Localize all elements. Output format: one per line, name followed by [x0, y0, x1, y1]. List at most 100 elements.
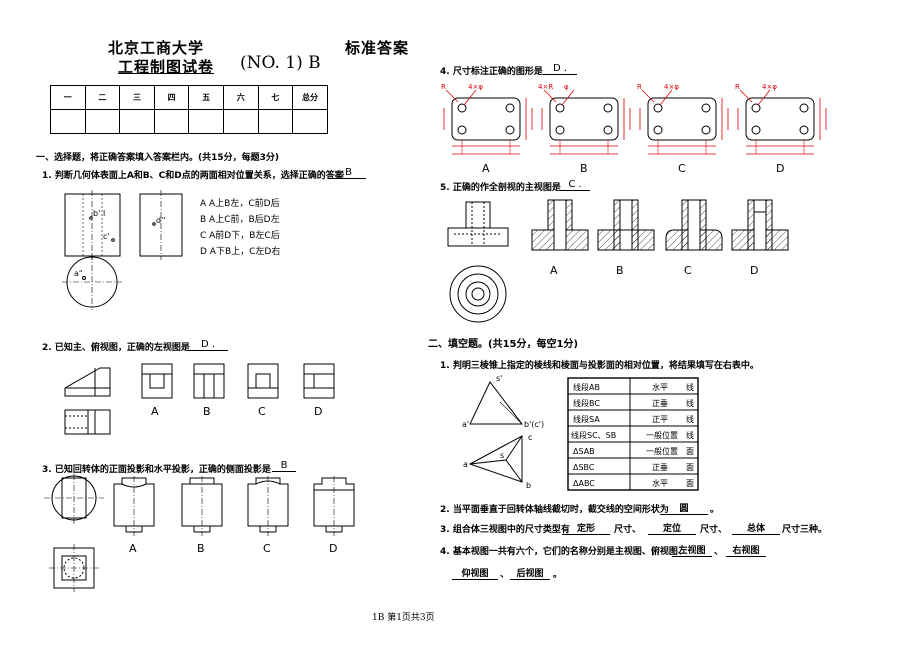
table-kind: 线 — [686, 382, 694, 392]
q1-option-c: C A前D下，B左C后 — [200, 231, 280, 241]
q3-drawing: A B C D — [44, 474, 355, 592]
table-answer: 一般位置 — [646, 430, 678, 440]
q4-choice-a: A — [482, 162, 490, 175]
q4-b-phi: φ — [564, 83, 569, 91]
table-item: ΔSBC — [573, 463, 595, 472]
q4-choice-c: C — [678, 162, 686, 175]
page-footer: 1B 第1页共3页 — [372, 613, 435, 623]
score-col-4: 四 — [153, 85, 190, 110]
score-col-1: 一 — [50, 85, 86, 110]
q4-answer[interactable]: D . — [543, 63, 577, 75]
label-a-prime: a' — [462, 420, 469, 429]
q2-choice-d: D — [314, 405, 322, 418]
q1-side-view: d'' — [139, 190, 183, 260]
s2-q3-answer-1[interactable]: 定形 — [562, 521, 610, 535]
q3-choice-a: A — [129, 542, 137, 555]
score-cell[interactable] — [50, 109, 86, 134]
score-col-total: 总分 — [292, 85, 328, 110]
q3-text: 3. 已知回转体的正面投影和水平投影，正确的侧面投影是 — [42, 465, 271, 475]
q2-text: 2. 已知主、俯视图，正确的左视图是 — [42, 343, 190, 353]
q4-drawing: R 4×φ 4×R φ R 4×φ R 4×φ A B C D — [441, 83, 827, 175]
q1-option-a: A A上B左，C前D后 — [200, 199, 280, 209]
score-cell[interactable] — [188, 109, 224, 134]
q3-choice-c: C — [263, 542, 271, 555]
q5-choice-b: B — [616, 264, 624, 277]
q4-a-radius: R — [441, 83, 446, 91]
s2-q4-answer-4[interactable]: 后视图 — [510, 566, 550, 580]
table-kind: 线 — [686, 414, 694, 424]
score-col-7: 七 — [257, 85, 294, 110]
point-d-label: d'' — [156, 216, 165, 225]
s2-q4-answer-1[interactable]: 左视图 — [672, 543, 712, 557]
q2-choice-b: B — [203, 405, 211, 418]
s2-q2-end: 。 — [710, 505, 720, 515]
score-col-3: 三 — [119, 85, 155, 110]
section1-heading: 一、选择题，将正确答案填入答案栏内。(共15分，每题3分) — [36, 153, 280, 163]
score-cell[interactable] — [222, 109, 259, 134]
s2-q2-text: 2. 当平面垂直于回转体轴线截切时，截交线的空间形状为 — [440, 505, 669, 515]
s2-q4-end: 。 — [553, 570, 563, 580]
table-answer: 正平 — [652, 415, 668, 424]
q1-answer[interactable]: .B — [328, 167, 366, 179]
label-b: b — [526, 481, 531, 490]
q5-text: 5. 正确的作全剖视的主视图是 — [440, 183, 561, 193]
q5-choice-c: C — [684, 264, 692, 277]
point-b-label: b' — [93, 209, 100, 218]
score-col-5: 五 — [188, 85, 224, 110]
section2-heading: 二、填空题。(共15分，每空1分) — [428, 339, 579, 350]
s2-q2-answer[interactable]: 圆 — [660, 501, 708, 515]
q4-choice-d: D — [776, 162, 784, 175]
table-item: 线段SA — [573, 414, 600, 424]
q5-drawing: A B C D — [447, 199, 789, 323]
s2-q4-answer-2[interactable]: 右视图 — [726, 543, 766, 557]
label-bc-prime: b'(c') — [524, 420, 544, 429]
table-kind: 面 — [686, 479, 694, 488]
table-answer: 正垂 — [652, 398, 668, 408]
table-item: ΔABC — [573, 479, 595, 488]
q2-drawing: A B C D — [64, 363, 335, 435]
point-l-label: l — [103, 209, 105, 218]
table-kind: 面 — [686, 463, 694, 472]
s2-q4-answer-3[interactable]: 仰视图 — [452, 566, 498, 580]
table-item: 线段BC — [573, 398, 600, 408]
school-name: 北京工商大学 — [108, 39, 205, 57]
s2-q3-answer-3[interactable]: 总体 — [732, 521, 780, 535]
table-kind: 线 — [686, 398, 694, 408]
table-kind: 线 — [686, 430, 694, 440]
label-a: a — [463, 460, 468, 469]
q5-choice-a: A — [550, 264, 558, 277]
s2-q3-sep-3: 尺寸三种。 — [782, 525, 828, 535]
score-cell[interactable] — [292, 109, 328, 134]
s2-q4-sep-2: 、 — [500, 570, 510, 580]
q3-answer[interactable]: B — [272, 460, 296, 472]
score-cell[interactable] — [153, 109, 190, 134]
score-cell[interactable] — [84, 109, 121, 134]
s2-q3-answer-2[interactable]: 定位 — [648, 521, 696, 535]
q4-c-hole: 4×φ — [664, 83, 679, 91]
q5-answer[interactable]: C . — [560, 179, 590, 191]
pyramid-drawing: s' a' b'(c') c a s b — [462, 374, 544, 490]
q2-choice-a: A — [151, 405, 159, 418]
s2-q3-sep-2: 尺寸、 — [700, 525, 728, 535]
table-item: 线段SC、SB — [571, 430, 616, 440]
score-cell[interactable] — [119, 109, 155, 134]
score-cell[interactable] — [257, 109, 294, 134]
q4-text: 4. 尺寸标注正确的图形是 — [440, 67, 543, 77]
score-table: 一 二 三 四 五 六 七 总分 — [50, 85, 328, 134]
q2-answer[interactable]: D . — [188, 339, 228, 351]
q4-d-hole: 4×φ — [762, 83, 777, 91]
score-col-6: 六 — [222, 85, 259, 110]
q2-choice-c: C — [258, 405, 266, 418]
q4-a-hole: 4×φ — [468, 83, 483, 91]
q5-choice-d: D — [750, 264, 758, 277]
score-col-2: 二 — [84, 85, 121, 110]
table-answer: 正垂 — [652, 462, 668, 472]
table-item: 线段AB — [573, 382, 600, 392]
q1-drawing: b' l c' a" — [62, 190, 122, 310]
q1-text: 1. 判断几何体表面上A和B、C和D点的两面相对位置关系，选择正确的答案 — [42, 171, 344, 181]
exam-title: 工程制图试卷 — [118, 58, 215, 76]
q3-choice-d: D — [329, 542, 337, 555]
label-s: s — [500, 451, 504, 460]
exam-code: (NO. 1) B — [240, 53, 321, 73]
label-c: c — [528, 433, 532, 442]
